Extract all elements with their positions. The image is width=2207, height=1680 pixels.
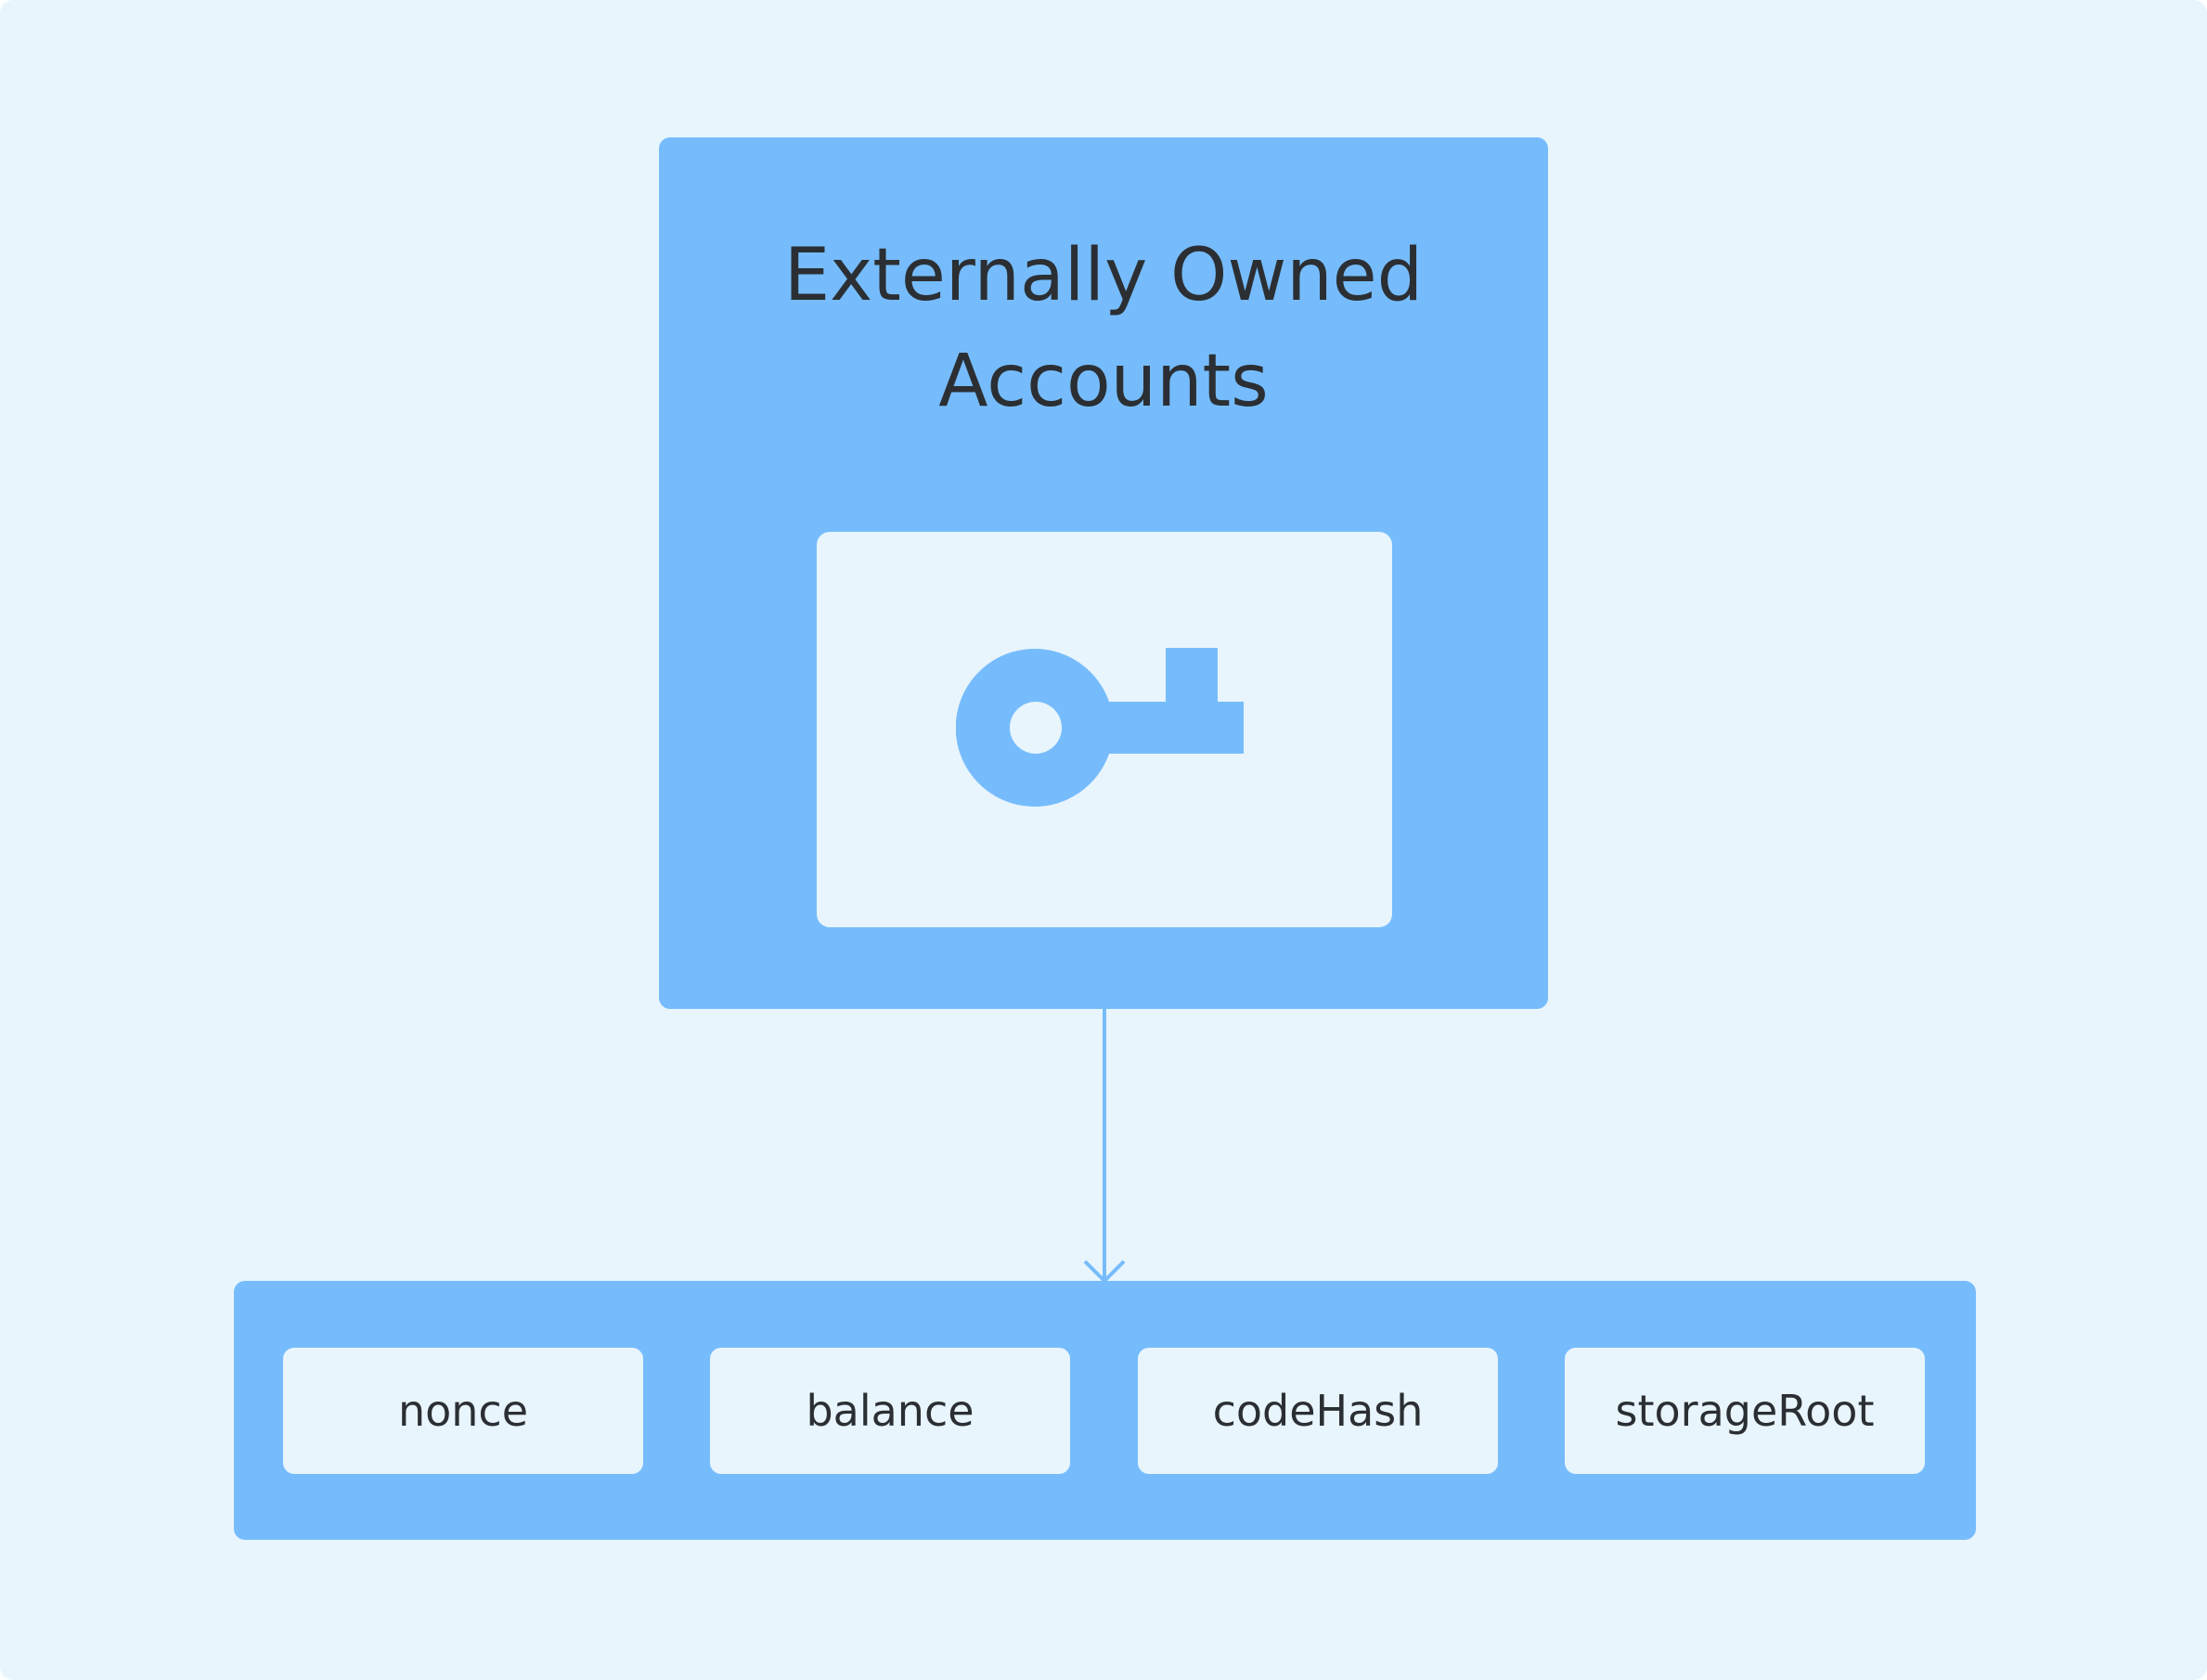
connector-arrow xyxy=(1083,1009,1126,1283)
field-storageroot: storageRoot xyxy=(1565,1348,1925,1474)
account-fields-bar: nonce balance codeHash storageRoot xyxy=(234,1281,1976,1540)
key-icon xyxy=(956,648,1244,807)
externally-owned-accounts-box: Externally Owned Accounts xyxy=(659,137,1548,1009)
account-title-line-1: Externally Owned xyxy=(783,234,1424,317)
key-panel xyxy=(817,532,1392,927)
field-nonce: nonce xyxy=(283,1348,643,1474)
field-codehash: codeHash xyxy=(1138,1348,1498,1474)
account-title: Externally Owned Accounts xyxy=(659,223,1548,434)
field-balance: balance xyxy=(710,1348,1070,1474)
account-title-line-2: Accounts xyxy=(938,340,1269,423)
